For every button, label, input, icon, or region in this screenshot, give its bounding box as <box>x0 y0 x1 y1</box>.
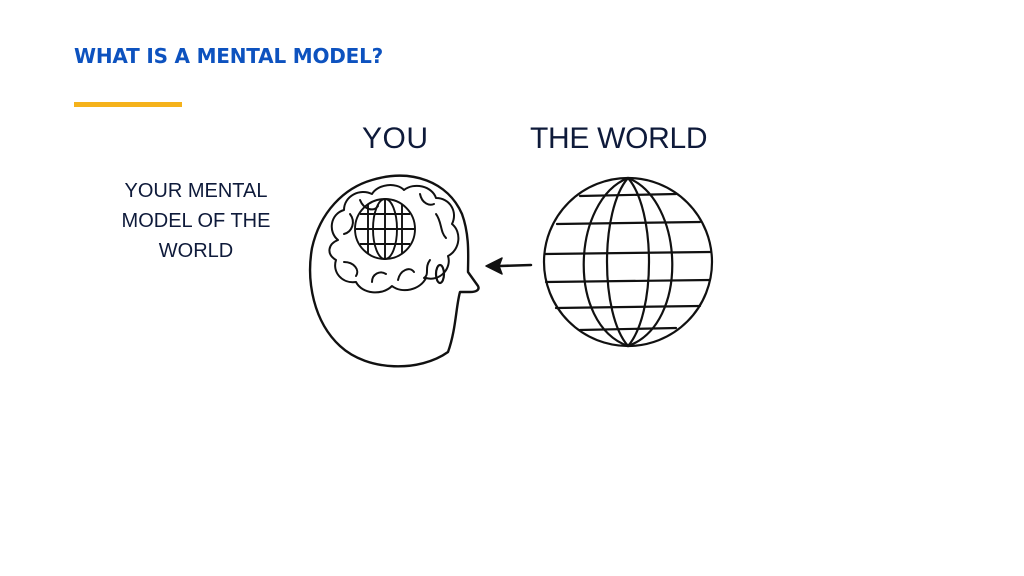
caption-line: YOUR MENTAL <box>124 180 268 202</box>
label-the-world: THE WORLD <box>530 122 708 155</box>
label-you: YOU <box>362 122 429 155</box>
title-underline <box>74 102 182 107</box>
brain-icon <box>328 184 460 294</box>
caption-line: MODEL OF THE <box>121 210 271 232</box>
mental-model-caption: YOUR MENTAL MODEL OF THE WORLD <box>96 176 296 266</box>
caption-line: WORLD <box>158 240 234 262</box>
slide-title: WHAT IS A MENTAL MODEL? <box>74 44 384 68</box>
mini-globe-icon <box>354 198 416 260</box>
arrow-left-icon <box>485 257 533 275</box>
globe-icon <box>542 176 714 348</box>
